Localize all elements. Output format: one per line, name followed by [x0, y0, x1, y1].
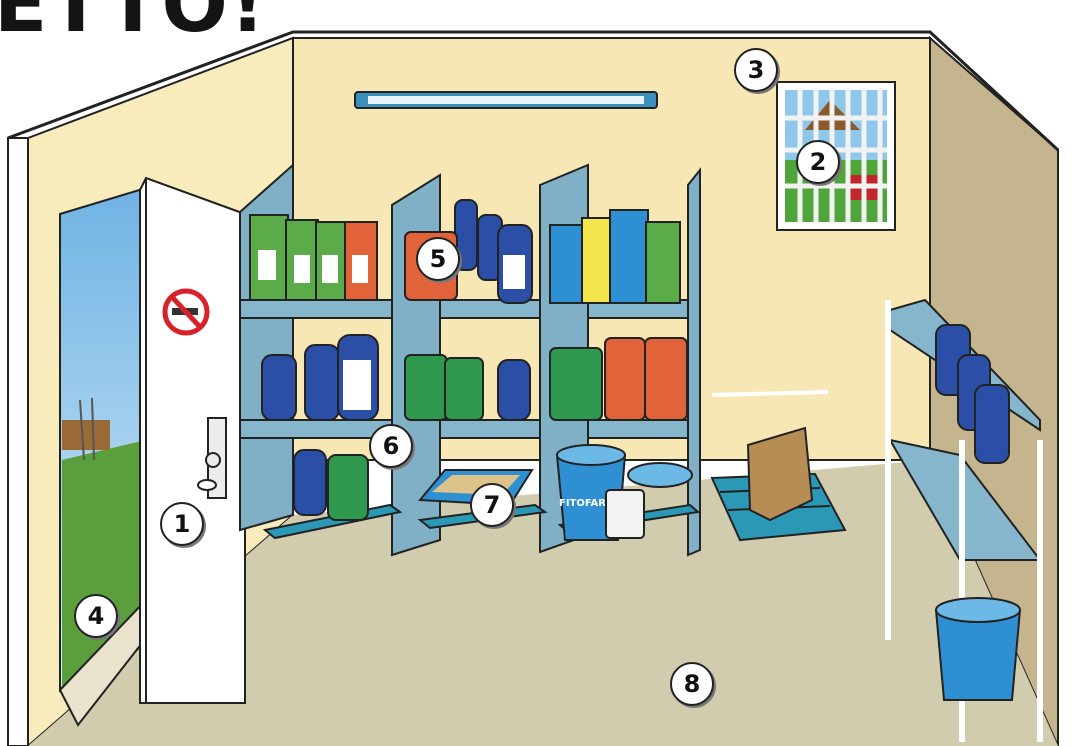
- open-door[interactable]: [139, 176, 246, 704]
- bucket-icon: FITOFARM: [555, 444, 693, 541]
- pesticide-boxes-top-left: [249, 214, 378, 301]
- green-canisters-middle: [404, 337, 688, 421]
- door-handle-icon[interactable]: [197, 417, 227, 499]
- callout-6: 6: [369, 424, 413, 468]
- callout-3: 3: [734, 48, 778, 92]
- fluorescent-lamp-icon: [354, 91, 658, 109]
- callout-7: 7: [470, 483, 514, 527]
- wall-rail: [711, 390, 829, 397]
- callout-1: 1: [160, 502, 204, 546]
- pesticide-boxes-top-right: [549, 209, 681, 304]
- no-smoking-sign-icon: [162, 288, 210, 336]
- callout-4: 4: [74, 594, 118, 638]
- bucket-brand-label: FITOFARM: [559, 498, 616, 509]
- callout-2: 2: [796, 140, 840, 184]
- wall-corner-post: [7, 137, 29, 746]
- bottles-middle-left: [261, 334, 379, 421]
- page-title-fragment: ETTO!: [0, 0, 268, 50]
- bottles-bottom-left: [293, 449, 369, 521]
- metal-shelf-right: [885, 298, 1043, 742]
- paper-sack-icon: [746, 426, 814, 522]
- callout-5: 5: [416, 237, 460, 281]
- callout-8: 8: [670, 662, 714, 706]
- wall-top-edge: [7, 30, 1060, 152]
